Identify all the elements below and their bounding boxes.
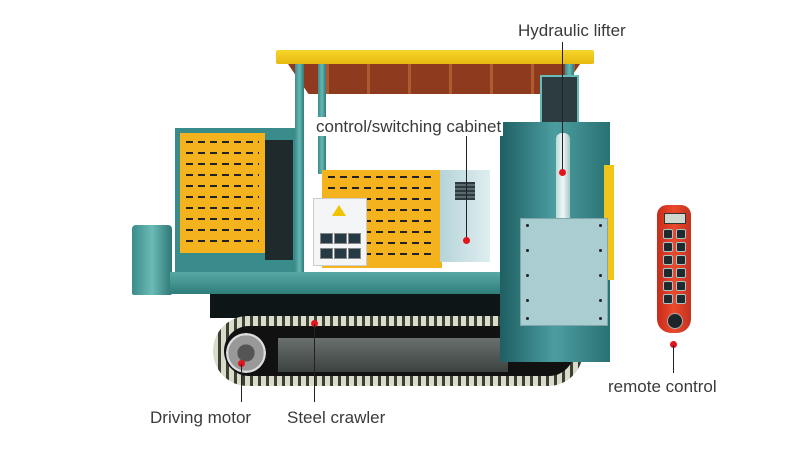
marker-hydraulic-lifter	[559, 169, 566, 176]
meter-icon	[334, 233, 347, 244]
driving-motor-sprocket	[226, 333, 266, 373]
canopy-roof	[276, 50, 594, 64]
canopy-post-left	[295, 64, 304, 274]
meter-icon	[334, 248, 347, 259]
label-hydraulic-lifter: Hydraulic lifter	[518, 21, 626, 40]
marker-driving-motor	[238, 360, 245, 367]
warning-icon	[332, 205, 346, 216]
marker-remote-control	[670, 341, 677, 348]
power-cabinet-door	[180, 133, 265, 253]
crawler-beam	[278, 338, 508, 372]
lifter-mount-plate	[520, 218, 608, 326]
marker-control-cabinet	[463, 237, 470, 244]
switching-cabinet	[440, 170, 490, 262]
marker-steel-crawler	[311, 320, 318, 327]
meter-icon	[320, 233, 333, 244]
lifter-side-panel	[604, 165, 614, 280]
label-control-cabinet: control/switching cabinet	[314, 117, 504, 136]
leader-driving-motor	[241, 364, 242, 402]
chassis-deck	[170, 272, 520, 294]
meter-icon	[320, 248, 333, 259]
vent-grille	[455, 182, 475, 200]
leader-steel-crawler	[314, 324, 315, 402]
label-steel-crawler: Steel crawler	[287, 408, 386, 427]
meter-icon	[348, 233, 361, 244]
remote-display	[664, 213, 686, 224]
electrical-control-box	[313, 198, 367, 266]
chassis-underside	[210, 294, 510, 318]
leader-remote-control	[673, 345, 674, 373]
label-remote-control: remote control	[608, 377, 717, 396]
leader-hydraulic-lifter	[562, 42, 563, 170]
meter-icon	[348, 248, 361, 259]
power-cabinet-interior	[265, 140, 293, 260]
leader-control-cabinet	[466, 135, 467, 239]
fuel-tank	[132, 225, 172, 295]
lifter-top-guide	[540, 75, 579, 129]
hydraulic-cylinder-rod	[556, 133, 570, 223]
label-driving-motor: Driving motor	[150, 408, 252, 427]
remote-knob	[667, 313, 683, 329]
canopy-underside	[288, 64, 580, 94]
remote-control-device	[657, 205, 691, 333]
